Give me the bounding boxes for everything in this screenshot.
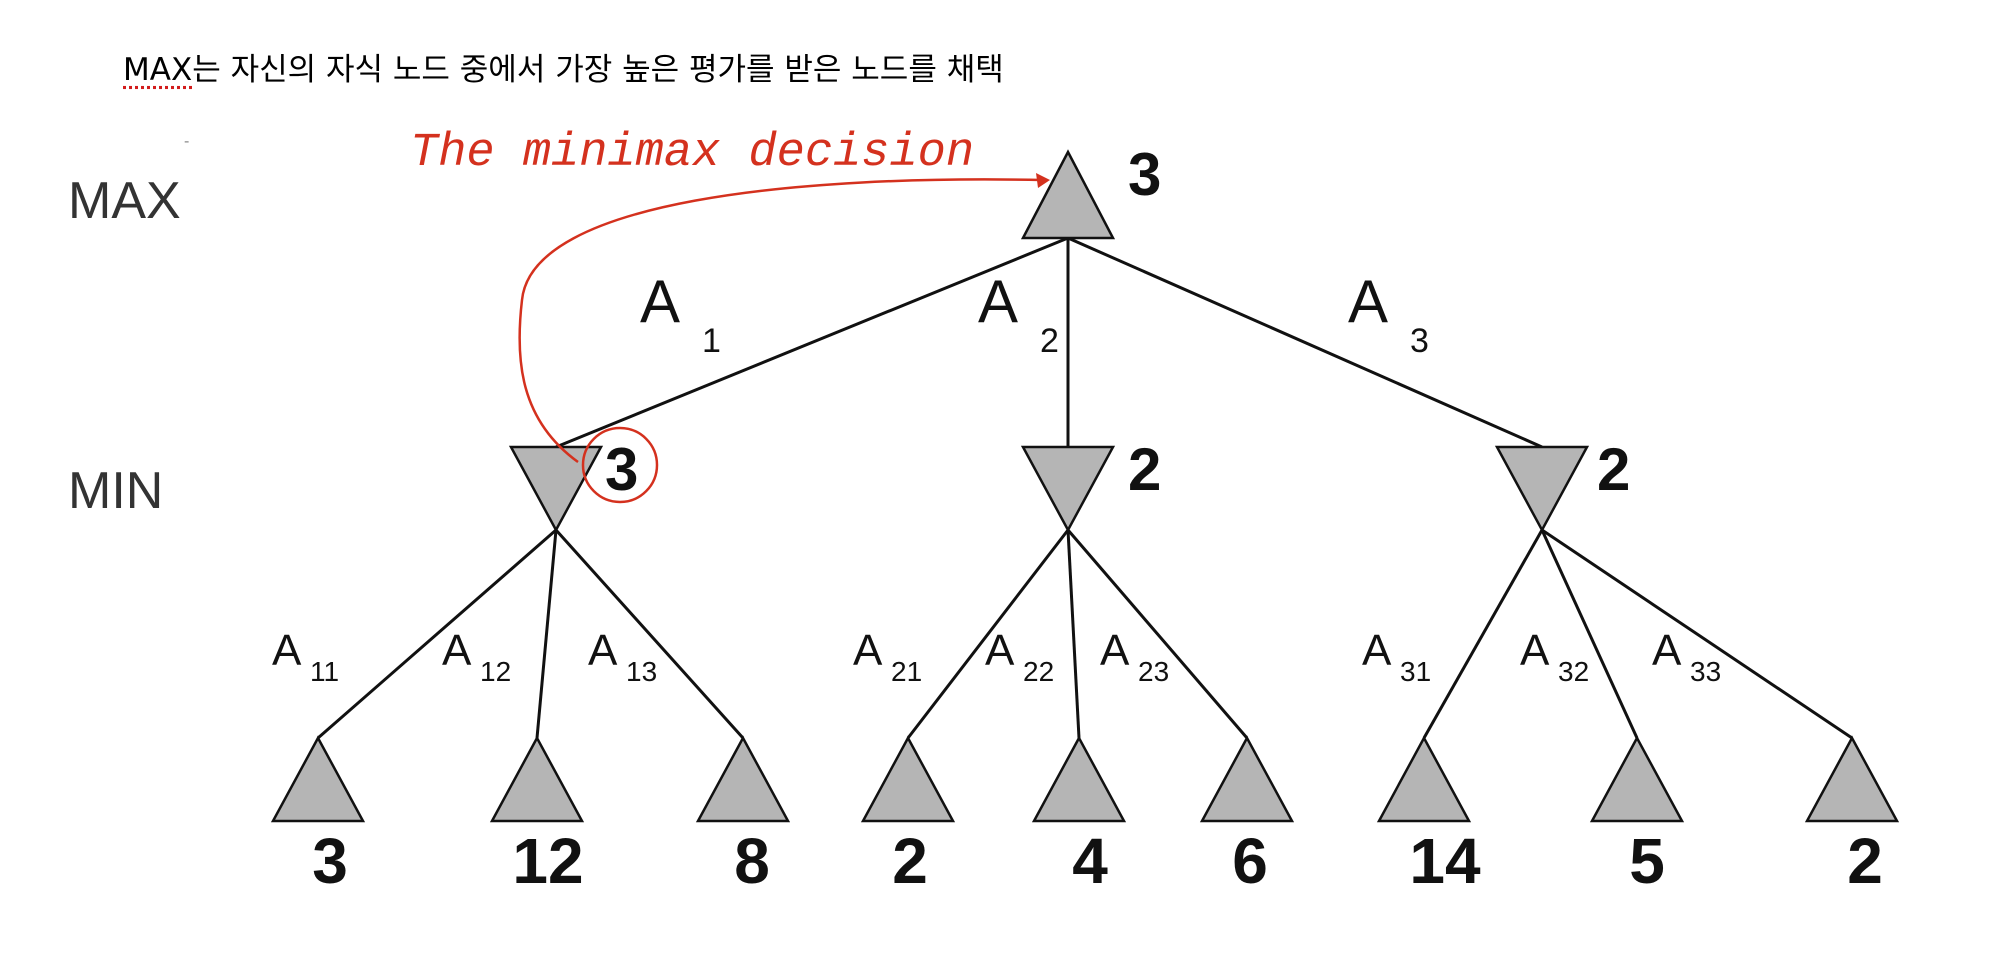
action-label-3: A (1348, 268, 1388, 335)
leaf-action-subscript-3: 13 (626, 656, 657, 687)
edge-root-min-1 (555, 236, 1069, 449)
leaf-action-subscript-9: 33 (1690, 656, 1721, 687)
action-subscript-2: 2 (1040, 322, 1059, 360)
minimax-decision-annotation: The minimax decision (410, 127, 974, 180)
leaf-action-subscript-7: 31 (1400, 656, 1431, 687)
leaf-triangle-3 (695, 735, 791, 823)
leaf-action-label-6: A (1100, 626, 1130, 675)
leaf-value-5: 4 (1072, 825, 1108, 897)
leaf-action-label-7: A (1362, 626, 1392, 675)
leaf-action-label-9: A (1652, 626, 1682, 675)
leaf-action-subscript-6: 23 (1138, 656, 1169, 687)
leaf-value-8: 5 (1629, 825, 1665, 897)
leaf-action-subscript-2: 12 (480, 656, 511, 687)
leaf-triangle-1 (270, 735, 366, 823)
action-subscript-1: 1 (702, 322, 721, 360)
action-label-2: A (978, 268, 1018, 335)
leaf-triangle-8 (1589, 735, 1685, 823)
leaf-action-subscript-4: 21 (891, 656, 922, 687)
leaf-action-subscript-8: 32 (1558, 656, 1589, 687)
action-label-1: A (640, 268, 680, 335)
caption: MAX는 자신의 자식 노드 중에서 가장 높은 평가를 받은 노드를 채택 (123, 44, 1004, 89)
leaf-action-subscript-5: 22 (1023, 656, 1054, 687)
decision-circle (581, 426, 659, 504)
edge-min-leaf-5 (1066, 529, 1081, 739)
leaf-action-label-5: A (985, 626, 1015, 675)
min-node-value-3: 2 (1597, 436, 1630, 503)
leaf-triangle-2 (489, 735, 585, 823)
leaf-value-4: 2 (892, 825, 928, 897)
edge-min-leaf-9 (1541, 528, 1853, 740)
leaf-action-label-4: A (853, 626, 883, 675)
edge-min-leaf-2 (535, 529, 558, 739)
min-node-triangle-3 (1494, 445, 1590, 533)
edge-min-leaf-7 (1422, 529, 1544, 739)
leaf-action-label-3: A (588, 626, 618, 675)
leaf-triangle-6 (1199, 735, 1295, 823)
edge-min-leaf-3 (554, 528, 745, 740)
leaf-value-3: 8 (734, 825, 770, 897)
edge-min-leaf-1 (317, 528, 557, 740)
leaf-value-1: 3 (312, 825, 348, 897)
tree-nodes (270, 149, 1900, 823)
leaf-action-label-8: A (1520, 626, 1550, 675)
leaf-action-label-2: A (442, 626, 472, 675)
leaf-action-subscript-1: 11 (310, 656, 339, 687)
min-node-triangle-1 (508, 445, 604, 533)
tree-edges (317, 236, 1853, 740)
leaf-value-9: 2 (1847, 825, 1883, 897)
max-level-label: MAX (68, 172, 181, 230)
leaf-triangle-9 (1804, 735, 1900, 823)
decision-arrow (518, 178, 1043, 464)
edge-min-leaf-4 (906, 529, 1070, 739)
caption-text: 는 자신의 자식 노드 중에서 가장 높은 평가를 받은 노드를 채택 (192, 52, 1004, 88)
min-node-value-2: 2 (1128, 436, 1161, 503)
leaf-action-label-1: A (272, 626, 302, 675)
leaf-triangle-7 (1376, 735, 1472, 823)
max-node-triangle (1020, 149, 1116, 240)
leaf-value-6: 6 (1232, 825, 1268, 897)
caption-max-word: MAX (123, 52, 193, 88)
action-subscript-3: 3 (1410, 322, 1429, 360)
min-level-label: MIN (68, 462, 163, 520)
min-node-triangle-2 (1020, 445, 1116, 533)
edge-root-min-3 (1067, 236, 1543, 449)
decision-arrowhead (1036, 173, 1050, 188)
root-value: 3 (1128, 141, 1161, 208)
edge-min-leaf-8 (1540, 529, 1639, 739)
leaf-value-7: 14 (1409, 825, 1481, 897)
leaf-value-2: 12 (512, 825, 583, 897)
leaf-triangle-5 (1031, 735, 1127, 823)
min-node-value-1: 3 (605, 436, 638, 503)
leaf-triangle-4 (860, 735, 956, 823)
stray-mark: - (184, 133, 189, 150)
edge-min-leaf-6 (1066, 529, 1249, 739)
